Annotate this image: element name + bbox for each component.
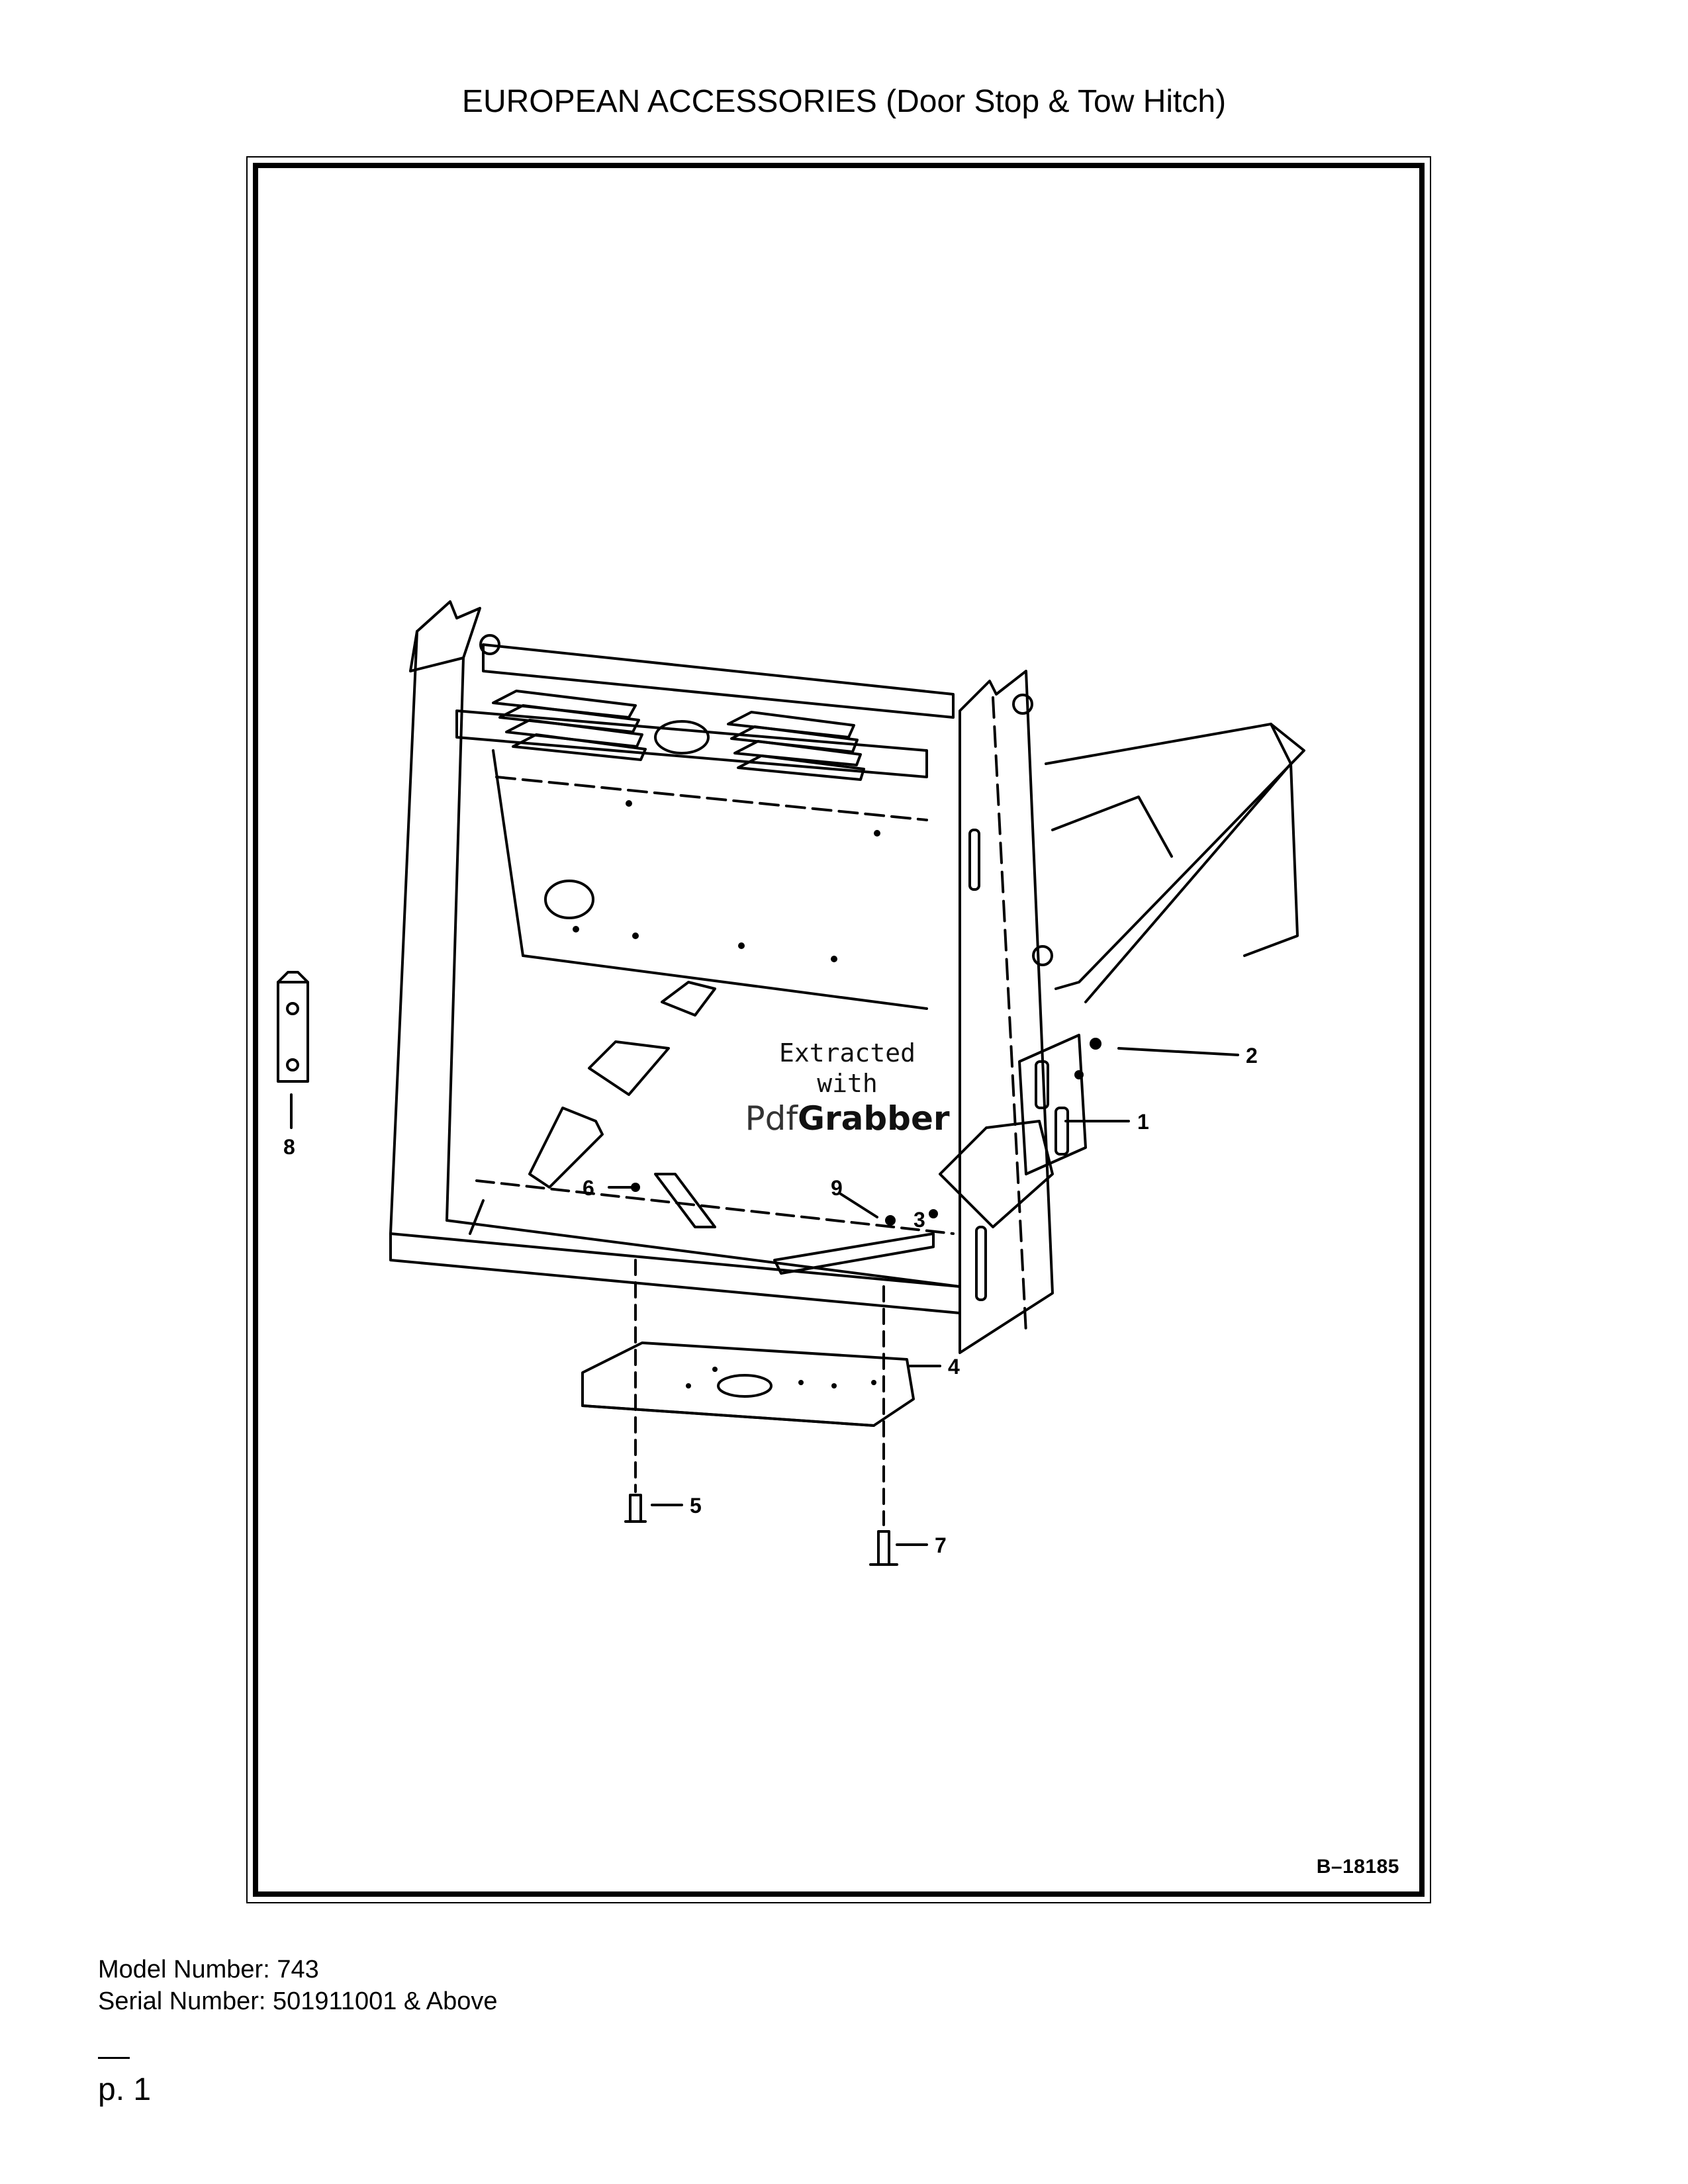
top-rear-rail: [482, 643, 955, 719]
bolt-7: [877, 1530, 890, 1566]
callout-9: 9: [831, 1176, 843, 1200]
parts-diagram: 1 2 3 4 5 6 7 8 9: [277, 600, 1305, 1566]
page-title: EUROPEAN ACCESSORIES (Door Stop & Tow Hi…: [461, 84, 1227, 119]
callout-5: 5: [690, 1494, 702, 1518]
callout-4: 4: [948, 1355, 960, 1379]
serial-number: Serial Number: 501911001 & Above: [98, 1987, 498, 2015]
bolt-5: [629, 1494, 642, 1523]
callout-8: 8: [283, 1135, 295, 1159]
figure-inner-border: 1 2 3 4 5 6 7 8 9 B–18185: [253, 163, 1425, 1897]
right-upright: [959, 670, 1054, 1354]
left-upright: [409, 600, 481, 672]
model-number: Model Number: 743: [98, 1956, 319, 1983]
callout-6: 6: [583, 1176, 594, 1200]
figure-code: B–18185: [1316, 1856, 1399, 1878]
hitch-plate: [581, 1342, 915, 1427]
side-rail: [1045, 723, 1305, 990]
callout-line-2: [1117, 1047, 1239, 1056]
figure-frame: 1 2 3 4 5 6 7 8 9 B–18185: [246, 156, 1431, 1903]
callout-7: 7: [935, 1533, 947, 1557]
footer-rule: [98, 2057, 130, 2059]
callout-2: 2: [1246, 1044, 1258, 1068]
callout-line-9: [839, 1193, 878, 1218]
side-bracket: [1018, 1034, 1087, 1175]
door-stop-part: [277, 981, 309, 1083]
floor-panel: [389, 1232, 961, 1314]
page-number: p. 1: [98, 2072, 152, 2107]
callout-1: 1: [1137, 1110, 1149, 1134]
callout-3: 3: [914, 1208, 925, 1232]
